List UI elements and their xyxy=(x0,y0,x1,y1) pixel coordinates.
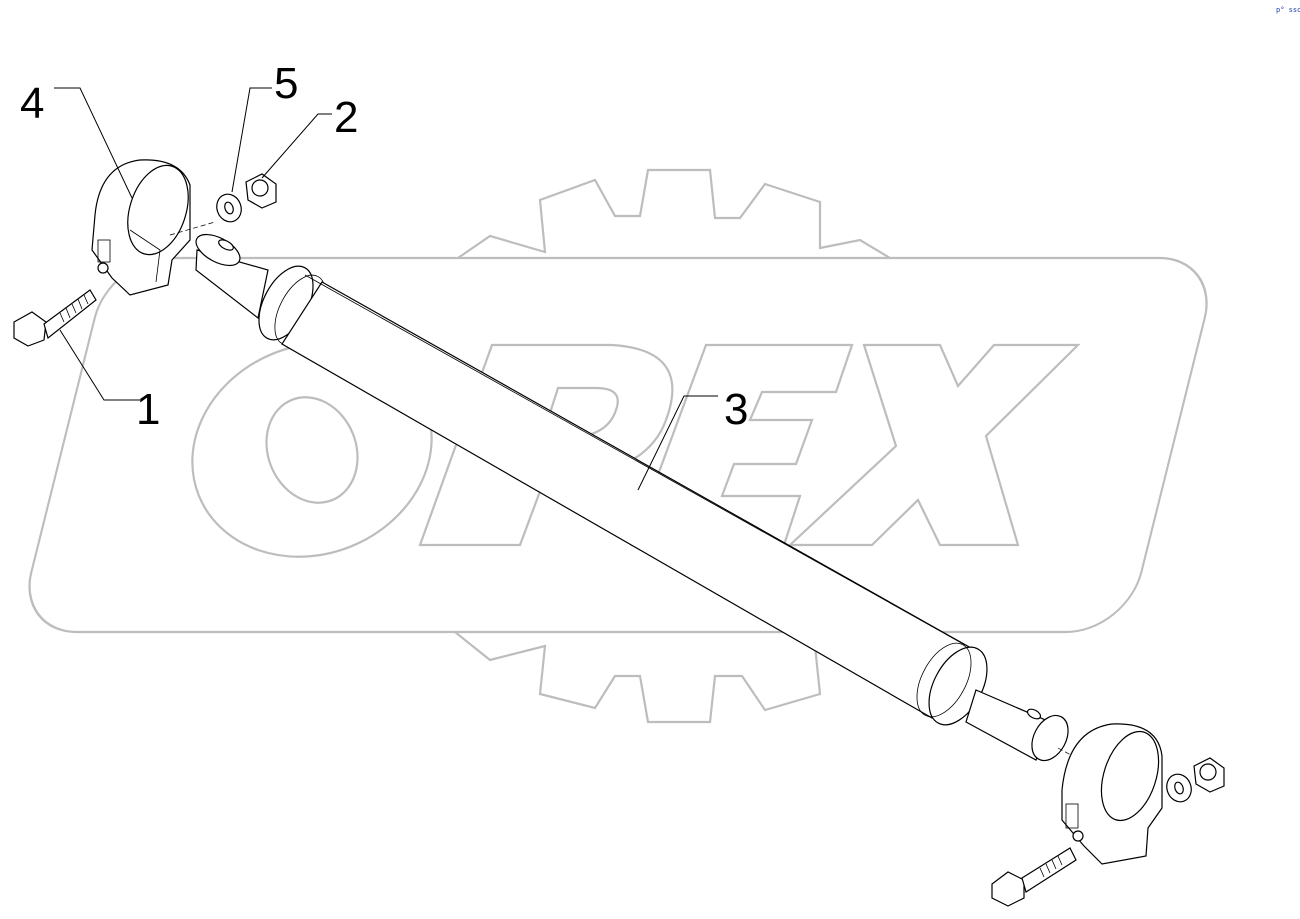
callout-1: 1 xyxy=(136,385,160,434)
callout-3: 3 xyxy=(724,385,748,434)
leader-lines xyxy=(54,87,718,491)
watermark-gear xyxy=(454,168,891,724)
bolt-left xyxy=(13,289,97,347)
leader-1 xyxy=(59,329,140,401)
callouts: 4 5 2 1 3 xyxy=(20,59,748,434)
clamp-right xyxy=(1061,723,1163,865)
leader-3 xyxy=(637,395,718,491)
watermark-logo xyxy=(28,168,1208,724)
watermark-letter-e xyxy=(630,343,854,547)
callout-2: 2 xyxy=(334,93,358,142)
shaft xyxy=(195,233,1081,762)
bolt-right xyxy=(991,847,1077,907)
watermark-rounded-frame xyxy=(28,256,1208,634)
nut-left xyxy=(245,173,277,209)
washer-left xyxy=(216,193,242,223)
leader-2 xyxy=(261,113,332,179)
callout-4: 4 xyxy=(20,79,44,128)
leader-5 xyxy=(231,87,272,193)
washer-right xyxy=(1166,773,1192,803)
callout-5: 5 xyxy=(274,59,298,108)
clamp-left xyxy=(91,159,216,296)
corner-code: p° sso xyxy=(1276,6,1300,14)
watermark-letter-o-inner xyxy=(265,396,359,504)
watermark-letter-x xyxy=(787,343,1081,547)
leader-4 xyxy=(54,87,133,199)
nut-right xyxy=(1193,757,1225,793)
